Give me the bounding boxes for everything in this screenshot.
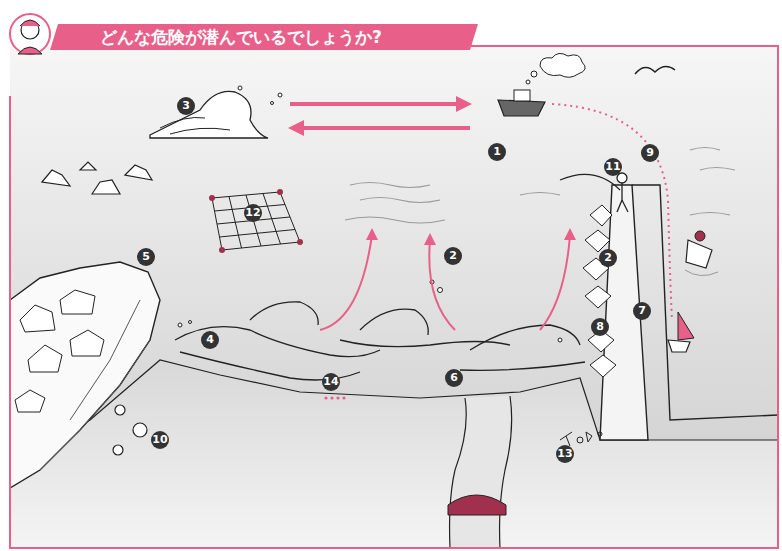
litter <box>560 432 602 446</box>
big-wave-lines <box>160 117 230 134</box>
callout-number: 3 <box>177 97 195 115</box>
seagull <box>635 66 675 74</box>
beach <box>10 360 778 548</box>
thought-bubble <box>526 53 585 84</box>
current-arrows <box>288 96 472 136</box>
harbor-wall <box>632 185 778 420</box>
fishing-net <box>212 192 300 250</box>
sailboat <box>668 340 690 352</box>
callout-number: 2 <box>444 247 462 265</box>
rider <box>695 231 705 241</box>
tetrapods <box>583 205 616 377</box>
falling-rocks <box>113 405 147 455</box>
callout-number: 14 <box>322 373 340 391</box>
callout-number: 6 <box>445 369 463 387</box>
bridge <box>448 495 506 515</box>
river <box>450 396 512 548</box>
callout-number: 8 <box>591 318 609 336</box>
cliff-rocks <box>15 290 104 412</box>
sail <box>678 312 694 340</box>
boat-route <box>552 104 672 320</box>
callout-number: 2 <box>599 249 617 267</box>
title: どんな危険が潜んでいるでしょうか? <box>100 26 382 48</box>
shore-waves <box>175 302 585 380</box>
cliff <box>10 262 160 488</box>
offshore-rocks <box>42 162 152 194</box>
rip-current-arrows <box>320 235 570 330</box>
callout-number: 11 <box>604 158 622 176</box>
callout-number: 5 <box>137 248 155 266</box>
ripples <box>345 148 735 224</box>
callout-number: 12 <box>244 204 262 222</box>
boat-cabin <box>514 90 530 101</box>
jet-ski <box>686 240 712 268</box>
sea <box>10 46 778 446</box>
callout-number: 10 <box>151 431 169 449</box>
boat <box>498 100 545 116</box>
callout-number: 13 <box>556 445 574 463</box>
jet-ski-wake <box>685 270 718 276</box>
callout-number: 1 <box>488 143 506 161</box>
callout-number: 4 <box>201 331 219 349</box>
callout-number: 7 <box>633 302 651 320</box>
title-banner <box>50 24 478 50</box>
fisherman <box>617 173 628 212</box>
fishing-rod <box>560 174 620 190</box>
cliff-face <box>40 300 150 470</box>
big-wave <box>150 91 268 138</box>
frame <box>10 46 778 548</box>
net-floats <box>209 189 303 253</box>
lifeguard-icon <box>10 14 50 54</box>
callout-number: 9 <box>641 144 659 162</box>
hazard-dots <box>324 396 345 399</box>
rip-arrowheads <box>366 228 576 245</box>
